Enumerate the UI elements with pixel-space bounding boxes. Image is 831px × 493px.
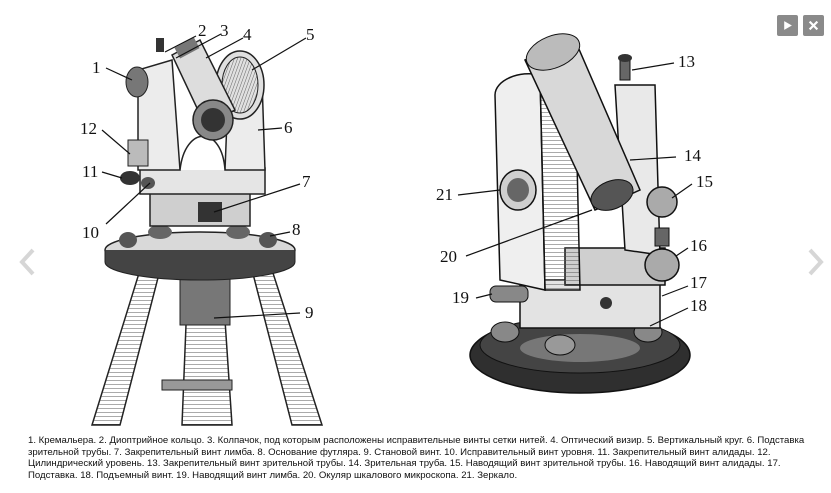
callout-9: 9: [305, 303, 314, 322]
callout-11: 11: [82, 162, 98, 181]
callout-7: 7: [302, 172, 311, 191]
callout-16: 16: [690, 236, 707, 255]
callout-21: 21: [436, 185, 453, 204]
callout-13: 13: [678, 52, 695, 71]
tripod: [90, 269, 324, 426]
callout-17: 17: [690, 273, 708, 292]
callout-18: 18: [690, 296, 707, 315]
callout-leaders: [101, 33, 693, 327]
theodolite-illustration: 1 2 3 4 5 6 7 8 9 10 11 12 13 14 15 16 1…: [80, 21, 713, 426]
callout-14: 14: [684, 146, 702, 165]
callout-19: 19: [452, 288, 469, 307]
play-icon: [784, 21, 792, 30]
next-image-button[interactable]: [803, 246, 829, 278]
callout-labels: 1 2 3 4 5 6 7 8 9 10 11 12 13 14 15 16 1…: [80, 21, 713, 322]
close-icon: [808, 20, 819, 31]
callout-12: 12: [80, 119, 97, 138]
callout-4: 4: [243, 25, 252, 44]
chevron-right-icon: [808, 248, 824, 276]
play-button[interactable]: [777, 15, 798, 36]
close-button[interactable]: [803, 15, 824, 36]
callout-15: 15: [696, 172, 713, 191]
callout-2: 2: [198, 21, 207, 40]
callout-10: 10: [82, 223, 99, 242]
chevron-left-icon: [19, 248, 35, 276]
callout-8: 8: [292, 220, 301, 239]
callout-1: 1: [92, 58, 101, 77]
callout-3: 3: [220, 21, 229, 40]
callout-5: 5: [306, 25, 315, 44]
previous-image-button[interactable]: [14, 246, 40, 278]
callout-20: 20: [440, 247, 457, 266]
figure-caption: 1. Кремальера. 2. Диоптрийное кольцо. 3.…: [28, 435, 805, 481]
callout-6: 6: [284, 118, 293, 137]
theodolite-left-figure: [90, 37, 324, 426]
theodolite-right-figure: [469, 33, 691, 394]
